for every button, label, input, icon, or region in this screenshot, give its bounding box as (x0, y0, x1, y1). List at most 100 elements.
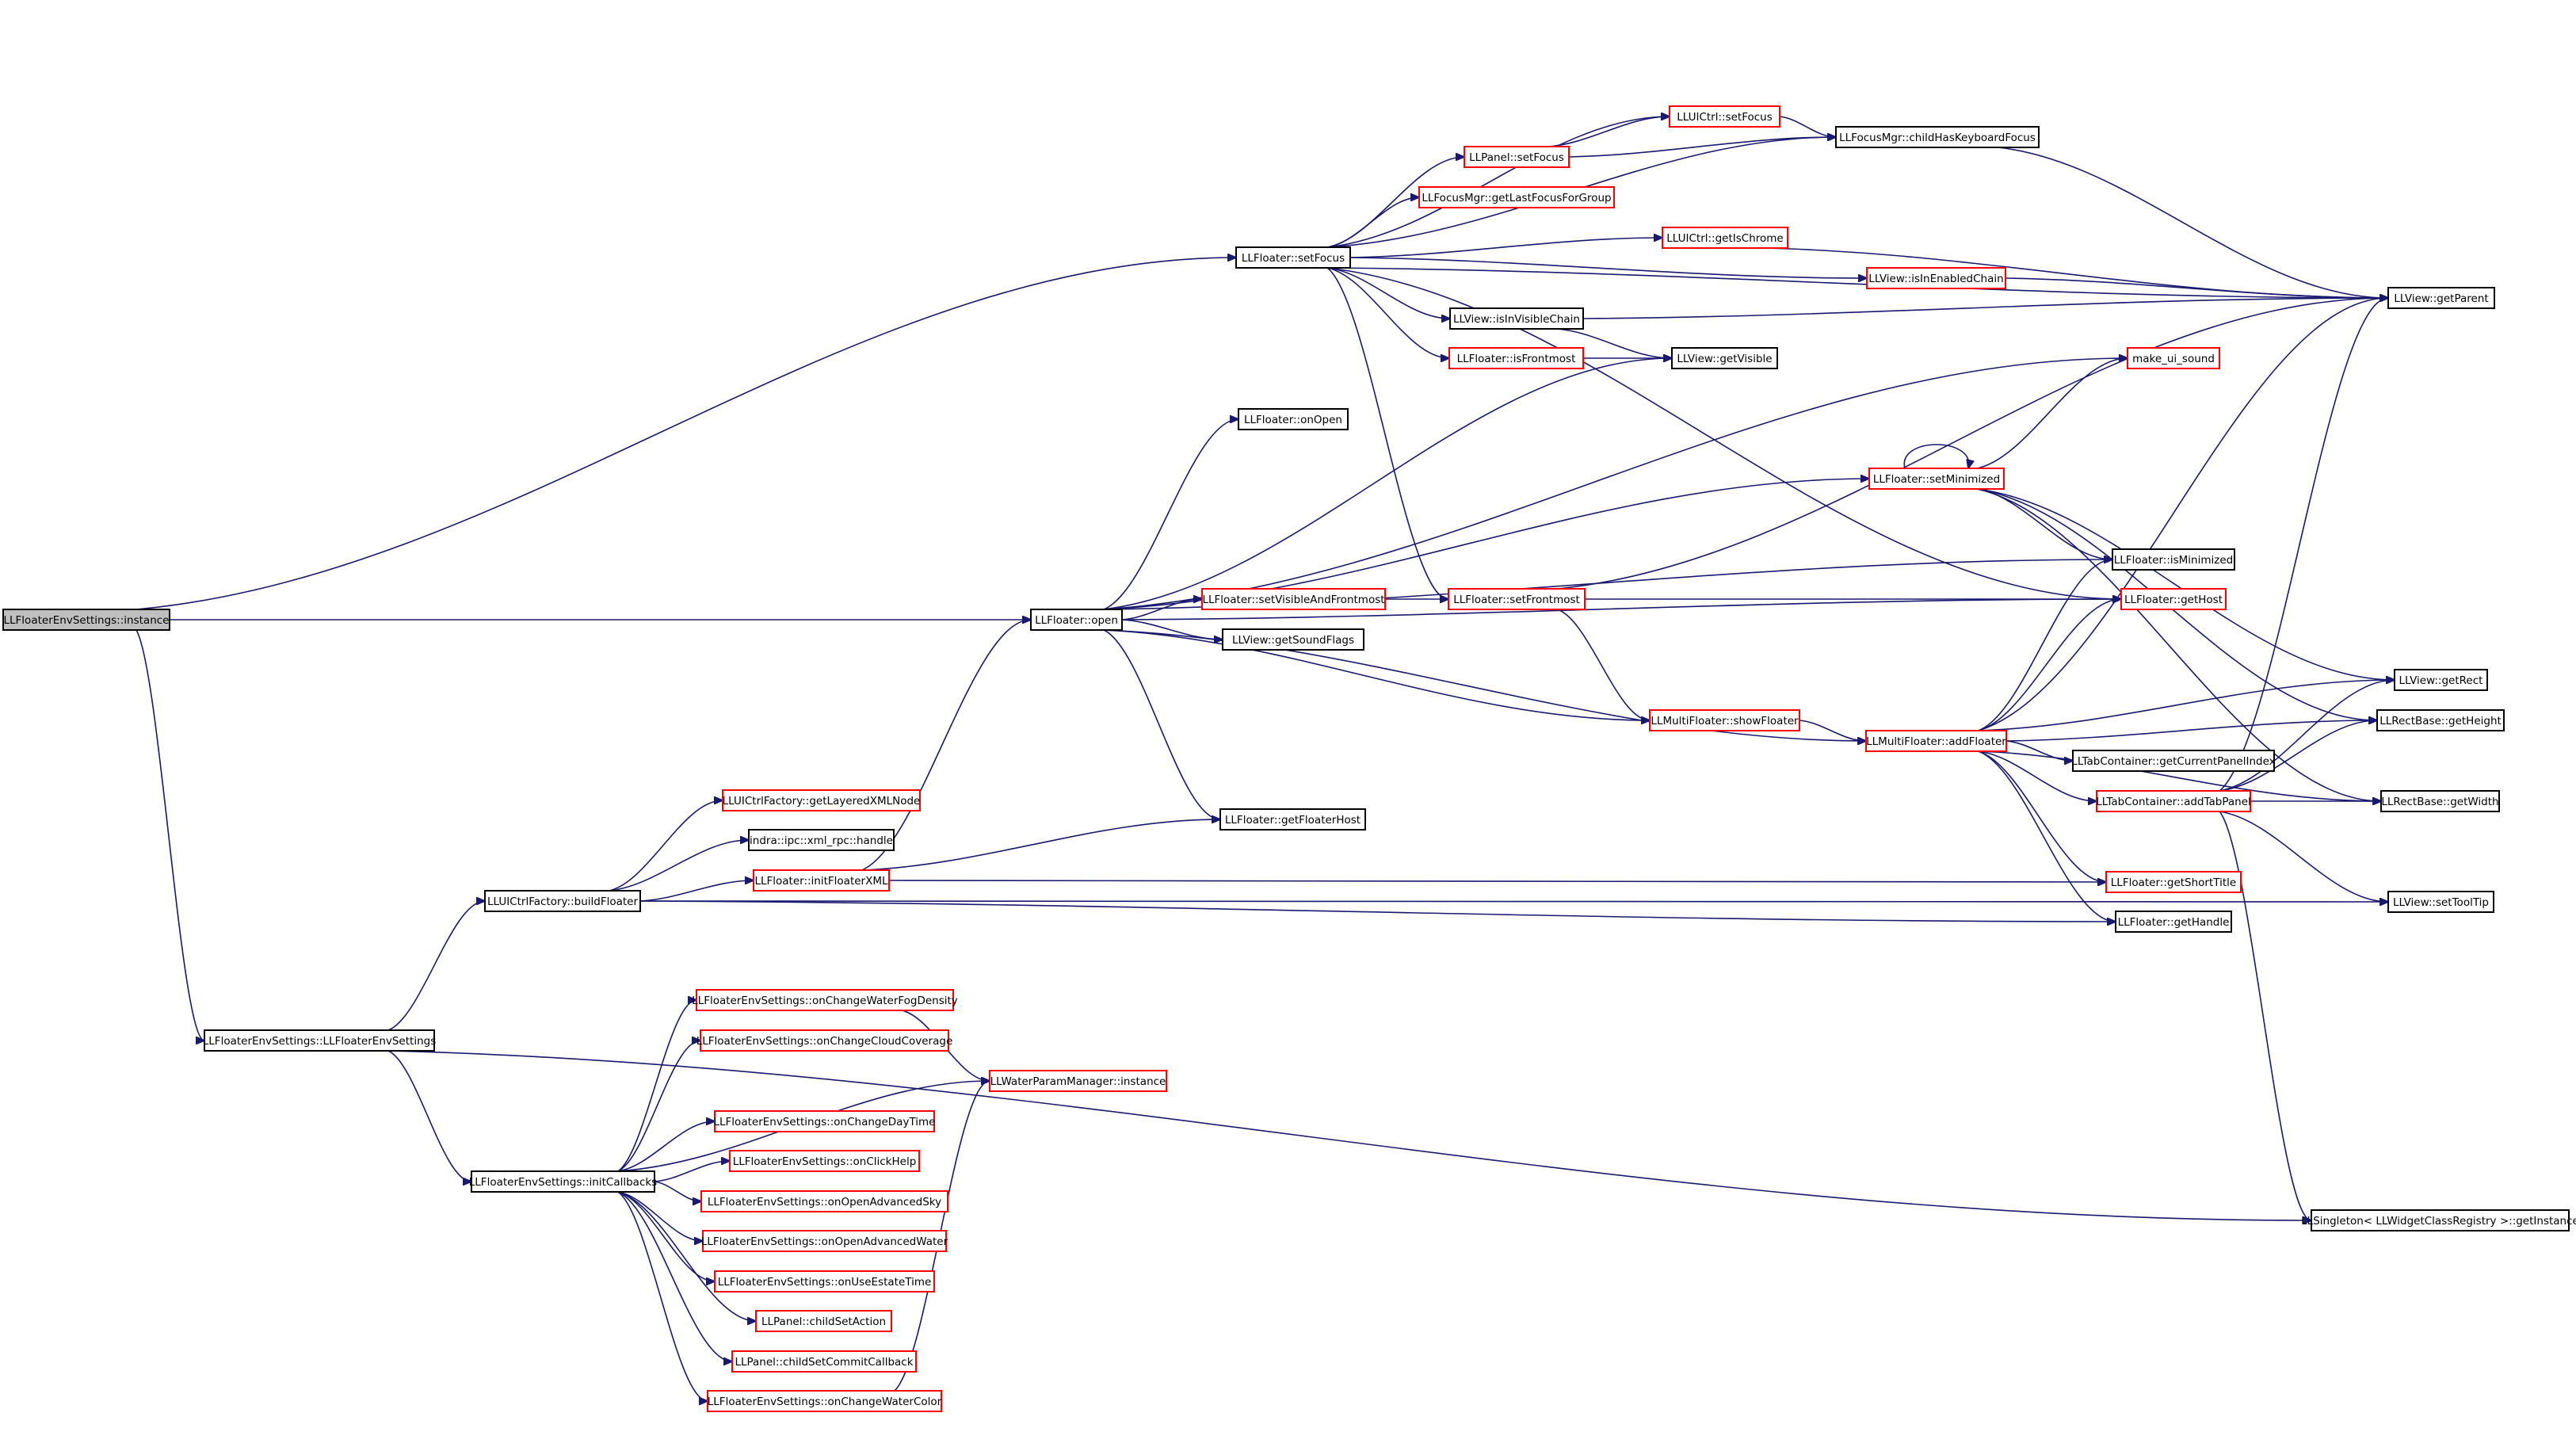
edge-isInEnabledChain-to-getParent (2005, 277, 2388, 298)
node-box (1449, 307, 1584, 330)
node-onChangeCloudCoverage[interactable]: LLFloaterEnvSettings::onChangeCloudCover… (696, 1029, 953, 1052)
node-getVisible[interactable]: LLView::getVisible (1671, 347, 1778, 369)
node-isFrontmost[interactable]: LLFloater::isFrontmost (1448, 347, 1584, 369)
node-box (1464, 146, 1570, 168)
edge-instance-to-ctor (135, 629, 204, 1041)
node-setFocus[interactable]: LLFloater::setFocus (1235, 246, 1351, 269)
node-label: LLFloaterEnvSettings::onOpenAdvancedWate… (701, 1235, 948, 1248)
node-label: LLFloaterEnvSettings::initCallbacks (469, 1176, 657, 1189)
node-getFloaterHost[interactable]: LLFloater::getFloaterHost (1219, 808, 1366, 831)
node-label: LLView::isInVisibleChain (1453, 313, 1580, 326)
node-getLayeredXMLNode[interactable]: LLUICtrlFactory::getLayeredXMLNode (722, 789, 921, 811)
node-getCurrentPanelIndex[interactable]: LLTabContainer::getCurrentPanelIndex (2071, 750, 2276, 772)
node-label: LLFloater::open (1035, 614, 1118, 627)
node-makeUiSound[interactable]: make_ui_sound (2127, 347, 2220, 369)
node-waterParamInstance[interactable]: LLWaterParamManager::instance (989, 1070, 1167, 1092)
node-onChangeDayTime[interactable]: LLFloaterEnvSettings::onChangeDayTime (714, 1110, 936, 1132)
node-instance[interactable]: LLFloaterEnvSettings::instance (2, 609, 170, 631)
node-box (2380, 790, 2500, 812)
edge-setFocus-to-uictrlSetFocus (1327, 116, 1670, 248)
node-label: indra::ipc::xml_rpc::handle (750, 834, 893, 847)
node-addFloater[interactable]: LLMultiFloater::addFloater (1865, 730, 2007, 752)
node-label: LLMultiFloater::showFloater (1651, 715, 1799, 727)
node-label: LLFloater::setMinimized (1873, 473, 2000, 486)
node-getWidth[interactable]: LLRectBase::getWidth (2380, 790, 2500, 812)
node-getShortTitle[interactable]: LLFloater::getShortTitle (2105, 871, 2242, 893)
edge-setMinimized-to-isMinimized (1976, 488, 2112, 559)
node-label: LLFloater::setFrontmost (1453, 594, 1580, 606)
node-getIsChrome[interactable]: LLUICtrl::getIsChrome (1662, 227, 1788, 249)
edge-buildFloater-to-setToolTip (639, 901, 2388, 902)
node-setFrontmost[interactable]: LLFloater::setFrontmost (1448, 588, 1586, 610)
node-label: LLFloater::getFloaterHost (1225, 814, 1361, 827)
node-onClickHelp[interactable]: LLFloaterEnvSettings::onClickHelp (729, 1150, 920, 1172)
edge-initCallbacks-to-onUseEstateTime (617, 1191, 715, 1281)
node-initFloaterXML[interactable]: LLFloater::initFloaterXML (753, 869, 890, 892)
node-box (1448, 588, 1586, 610)
node-isMinimized[interactable]: LLFloater::isMinimized (2112, 548, 2235, 571)
node-label: LLFloaterEnvSettings::onUseEstateTime (718, 1276, 932, 1289)
edge-open-to-getVisible (1103, 358, 1672, 610)
node-getSoundFlags[interactable]: LLView::getSoundFlags (1222, 628, 1364, 651)
node-getHeight[interactable]: LLRectBase::getHeight (2376, 709, 2505, 731)
node-box (2376, 709, 2505, 731)
node-onChangeWaterFogDensity[interactable]: LLFloaterEnvSettings::onChangeWaterFogDe… (692, 989, 958, 1011)
edge-addFloater-to-addTabPanel (1978, 750, 2097, 801)
node-onChangeWaterColor[interactable]: LLFloaterEnvSettings::onChangeWaterColor (707, 1390, 942, 1412)
node-childSetAction[interactable]: LLPanel::childSetAction (755, 1310, 892, 1332)
edge-addFloater-to-getShortTitle (1978, 750, 2106, 882)
node-label: LLFloater::getHost (2124, 594, 2223, 606)
node-box (731, 1350, 917, 1373)
node-box (755, 1310, 892, 1332)
edge-open-to-showFloater (1103, 629, 1650, 720)
node-onOpenAdvancedWater[interactable]: LLFloaterEnvSettings::onOpenAdvancedWate… (701, 1230, 948, 1252)
node-label: LLFloater::getShortTitle (2111, 876, 2236, 889)
node-open[interactable]: LLFloater::open (1030, 609, 1123, 631)
node-onOpen[interactable]: LLFloater::onOpen (1238, 408, 1349, 430)
edge-isInVisibleChain-to-getParent (1582, 298, 2388, 319)
node-label: LLView::getVisible (1677, 353, 1772, 365)
node-getHandle[interactable]: LLFloater::getHandle (2115, 911, 2232, 933)
edge-initCallbacks-to-onChangeDayTime (617, 1121, 715, 1172)
node-getInstance[interactable]: LLSingleton< LLWidgetClassRegistry >::ge… (2301, 1209, 2576, 1231)
node-setVisibleAndFrontmost[interactable]: LLFloater::setVisibleAndFrontmost (1201, 588, 1386, 610)
node-label: LLUICtrl::getIsChrome (1666, 232, 1784, 245)
edge-setMinimized-to-makeUiSound (1976, 358, 2128, 469)
node-childSetCommitCallback[interactable]: LLPanel::childSetCommitCallback (731, 1350, 917, 1373)
node-childHasKeyboardFocus[interactable]: LLFocusMgr::childHasKeyboardFocus (1835, 126, 2040, 148)
node-box (471, 1170, 655, 1193)
edge-addFloater-to-getWidth (1978, 750, 2381, 801)
node-ctor[interactable]: LLFloaterEnvSettings::LLFloaterEnvSettin… (203, 1029, 436, 1052)
node-buildFloater[interactable]: LLUICtrlFactory::buildFloater (484, 890, 641, 912)
node-getHost[interactable]: LLFloater::getHost (2120, 588, 2227, 610)
node-box (702, 1230, 947, 1252)
edge-initCallbacks-to-onChangeWaterColor (617, 1191, 708, 1401)
node-showFloater[interactable]: LLMultiFloater::showFloater (1649, 709, 1800, 731)
node-isInVisibleChain[interactable]: LLView::isInVisibleChain (1449, 307, 1584, 330)
node-box (1865, 730, 2007, 752)
node-setToolTip[interactable]: LLView::setToolTip (2387, 891, 2494, 913)
edge-addTabPanel-to-getHeight (2219, 720, 2377, 792)
node-onUseEstateTime[interactable]: LLFloaterEnvSettings::onUseEstateTime (714, 1270, 935, 1293)
node-panelSetFocus[interactable]: LLPanel::setFocus (1464, 146, 1570, 168)
node-getLastFocusForGroup[interactable]: LLFocusMgr::getLastFocusForGroup (1418, 186, 1615, 208)
edge-addFloater-to-getRect (1978, 680, 2395, 731)
node-box (989, 1070, 1167, 1092)
node-initCallbacks[interactable]: LLFloaterEnvSettings::initCallbacks (469, 1170, 657, 1193)
node-addTabPanel[interactable]: LLTabContainer::addTabPanel (2096, 790, 2251, 812)
node-box (2120, 588, 2227, 610)
node-getParent[interactable]: LLView::getParent (2387, 287, 2495, 309)
edge-initFloaterXML-to-getFloaterHost (861, 819, 1220, 871)
node-box (1238, 408, 1349, 430)
node-onOpenAdvancedSky[interactable]: LLFloaterEnvSettings::onOpenAdvancedSky (700, 1190, 948, 1212)
edge-addTabPanel-to-setToolTip (2219, 811, 2388, 902)
edge-buildFloater-to-getLayeredXMLNode (609, 800, 723, 892)
node-xmlrpcHandle[interactable]: indra::ipc::xml_rpc::handle (748, 829, 895, 851)
node-setMinimized[interactable]: LLFloater::setMinimized (1868, 468, 2005, 490)
edge-buildFloater-to-xmlrpcHandle (609, 840, 749, 892)
node-label: LLView::getSoundFlags (1232, 634, 1354, 647)
node-isInEnabledChain[interactable]: LLView::isInEnabledChain (1866, 267, 2006, 289)
node-uictrlSetFocus[interactable]: LLUICtrl::setFocus (1669, 105, 1780, 128)
node-getRect[interactable]: LLView::getRect (2394, 669, 2488, 691)
node-label: LLFloaterEnvSettings::onChangeCloudCover… (696, 1035, 953, 1048)
